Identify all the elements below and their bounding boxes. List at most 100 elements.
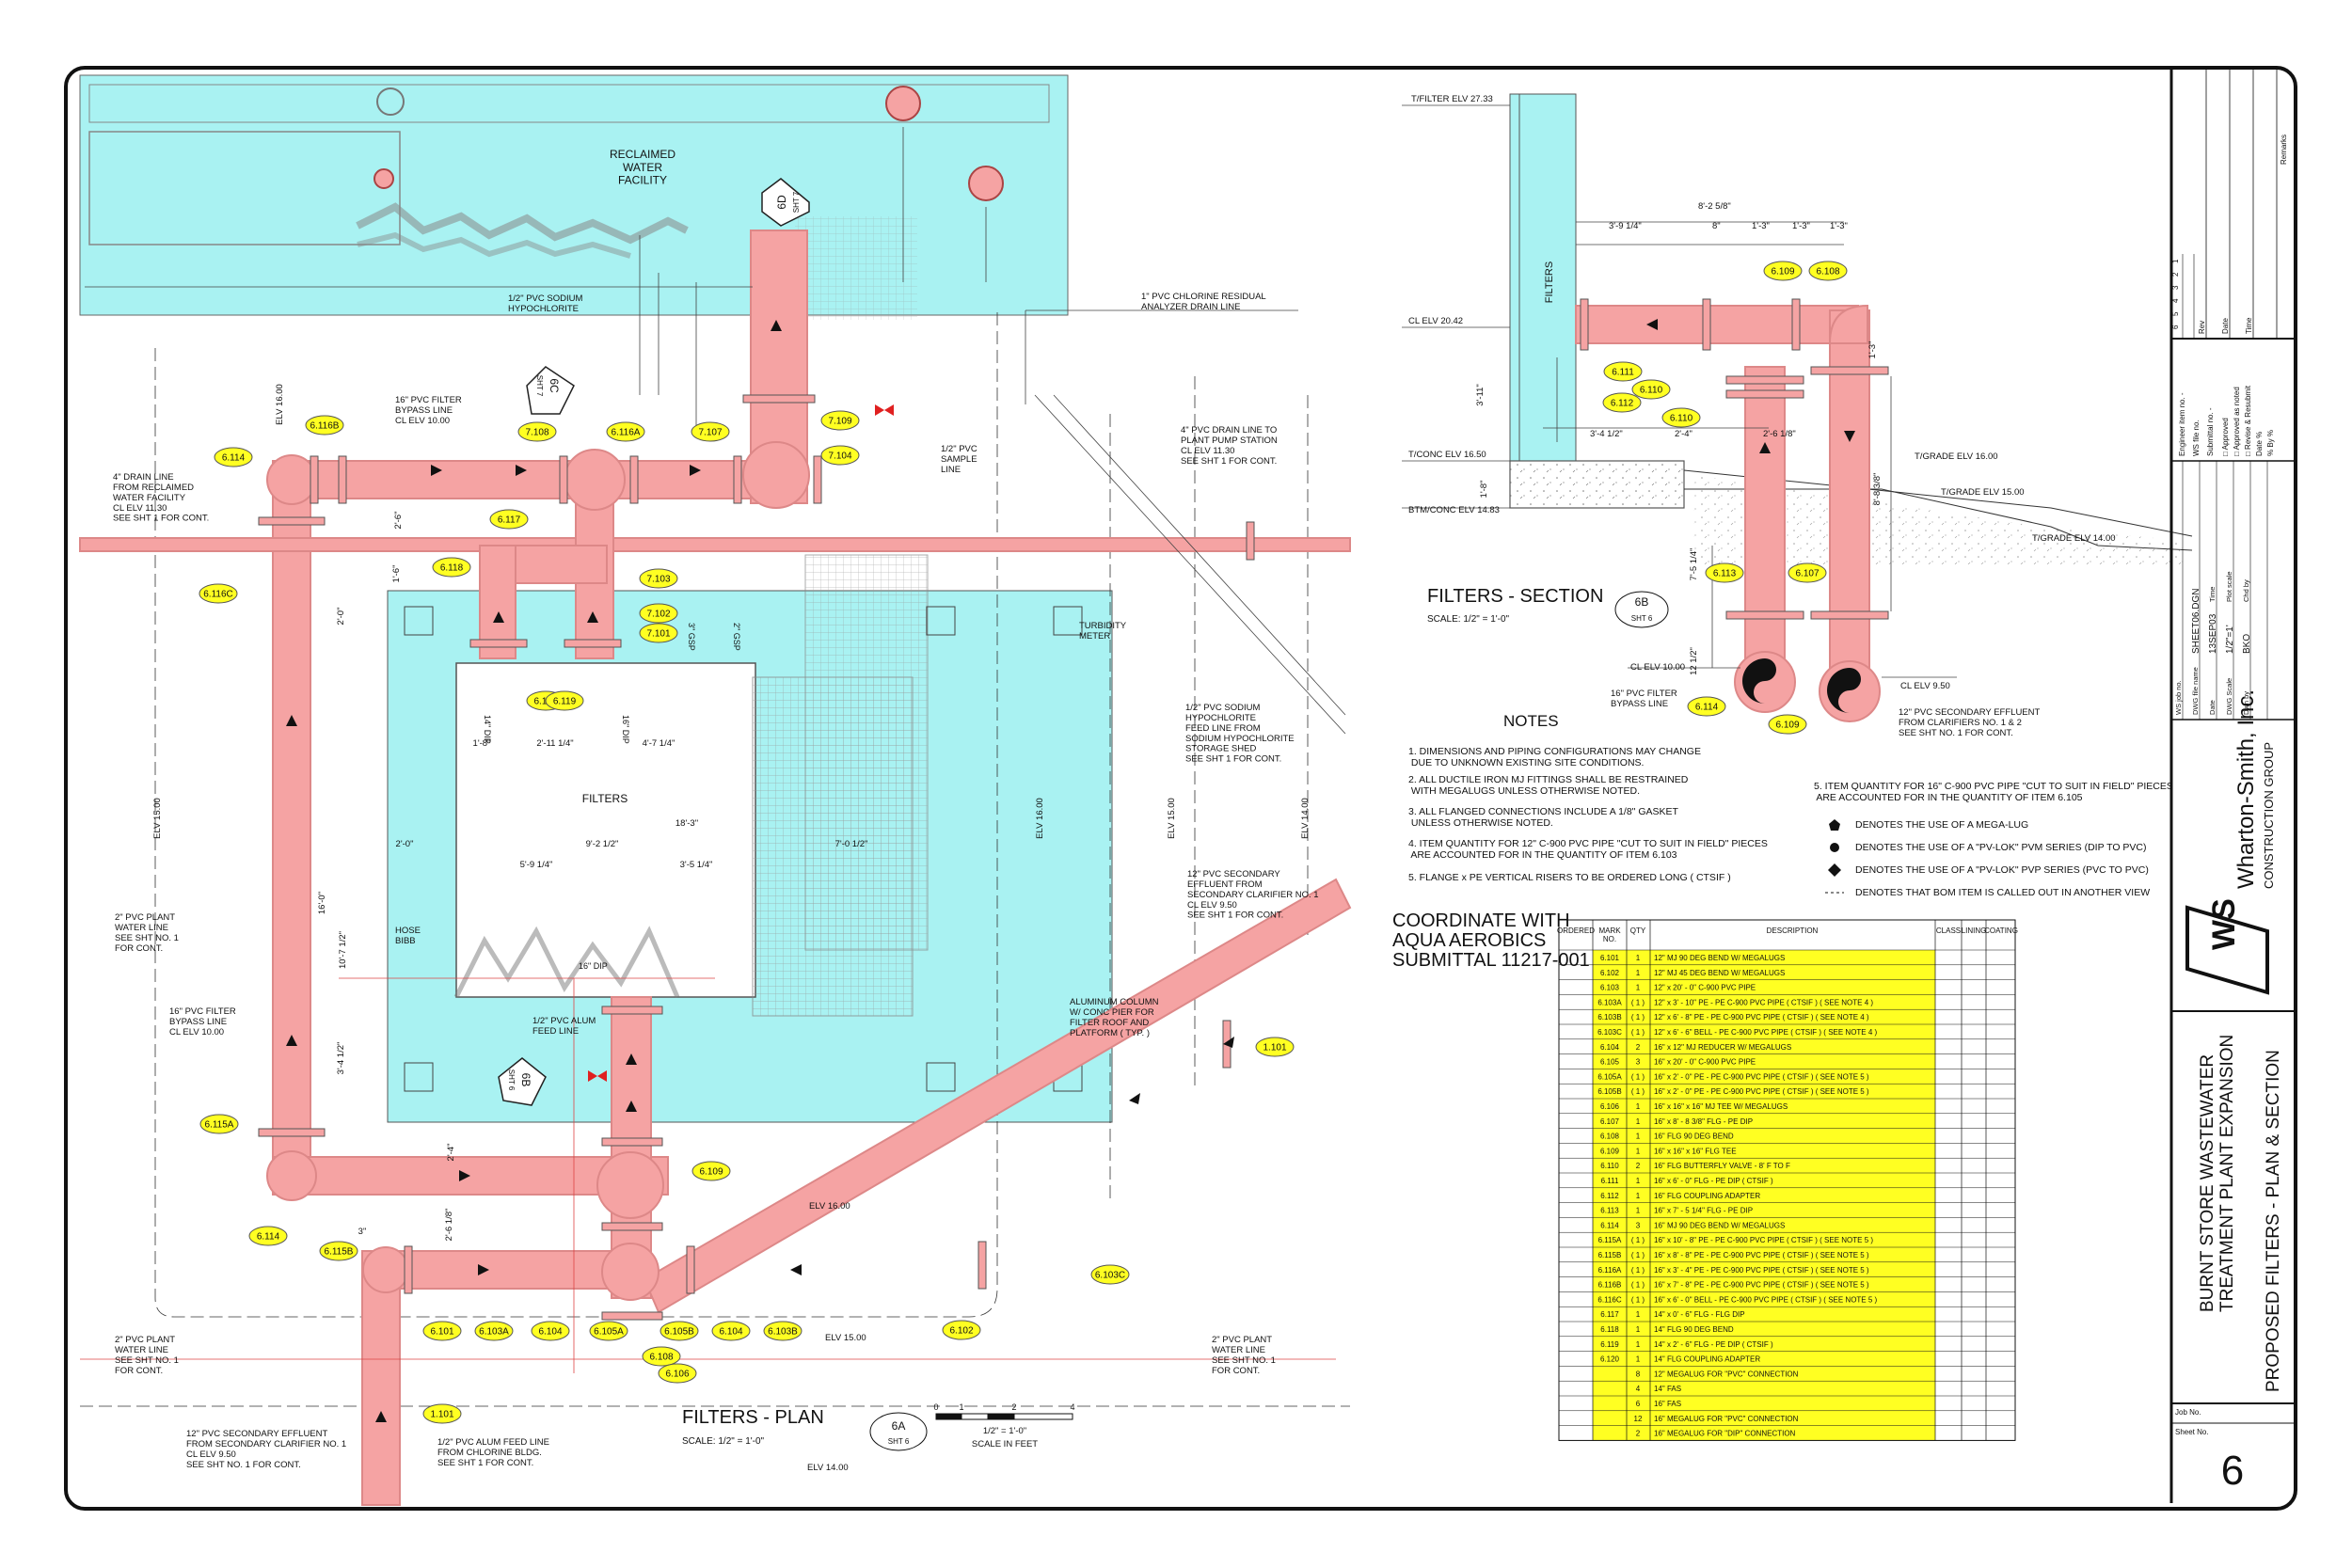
bom-mark: 6.104 xyxy=(1600,1043,1620,1052)
dimension-label: 2'-0" xyxy=(336,608,346,626)
dip-label: 16" DIP xyxy=(621,715,630,744)
bom-header: ORDERED xyxy=(1557,927,1595,935)
section-filters-label: FILTERS xyxy=(1544,261,1555,303)
bom-description: 12" MJ 45 DEG BEND W/ MEGALUGS xyxy=(1654,969,1785,977)
bom-qty: 3 xyxy=(1636,1058,1641,1067)
section-dimension: 8'-2 5/8" xyxy=(1698,201,1731,212)
section-item-tag: 6.110 xyxy=(1661,407,1701,428)
elevation-label: ELV 16.00 xyxy=(275,384,285,425)
svg-text:7.104: 7.104 xyxy=(828,451,851,462)
dimension-label: 2'-6 1/8" xyxy=(444,1209,454,1242)
bom-description: 16" x 16" x 16" MJ TEE W/ MEGALUGS xyxy=(1654,1102,1788,1111)
note-item: 3. ALL FLANGED CONNECTIONS INCLUDE A 1/8… xyxy=(1408,806,1679,829)
bom-description: 16" MEGALUG FOR "PVC" CONNECTION xyxy=(1654,1415,1799,1423)
plan-item-tag: 7.104 xyxy=(820,445,860,466)
bom-description: 16" x 6' - 0" FLG - PE DIP ( CTSIF ) xyxy=(1654,1177,1773,1185)
scale-bar-tick: 4 xyxy=(1070,1402,1074,1412)
bom-description: 16" x 6' - 0" BELL - PE C-900 PVC PIPE (… xyxy=(1654,1295,1878,1304)
plan-view xyxy=(79,74,1352,1506)
svg-text:6.109: 6.109 xyxy=(1771,267,1794,277)
note-item: 5. ITEM QUANTITY FOR 16" C-900 PVC PIPE … xyxy=(1814,781,2173,803)
svg-text:6.105B: 6.105B xyxy=(664,1327,694,1338)
file-info-label: Chd by xyxy=(2242,579,2250,602)
section-title: FILTERS - SECTION xyxy=(1427,586,1603,607)
section-dimension: 12 1/2" xyxy=(1689,647,1699,675)
plan-item-tag: 6.105A xyxy=(589,1321,628,1341)
bom-row-highlight xyxy=(1593,1396,1935,1411)
svg-text:6.103A: 6.103A xyxy=(479,1327,509,1338)
dimension-label: 18'-3" xyxy=(675,818,698,829)
file-info-label: Dwn by xyxy=(2242,691,2250,715)
bom-row-highlight xyxy=(1593,1291,1935,1307)
bom-mark: 6.105 xyxy=(1600,1058,1620,1067)
bom-row-highlight xyxy=(1593,1158,1935,1173)
svg-text:6.118: 6.118 xyxy=(440,563,464,574)
plan-item-tag: 6.103C xyxy=(1090,1264,1130,1285)
company-logo: WS xyxy=(2185,898,2269,995)
elevation-label: ELV 15.00 xyxy=(152,798,163,839)
bom-mark: 6.110 xyxy=(1600,1162,1619,1170)
bom-qty: 8 xyxy=(1636,1370,1641,1378)
rev-header: Rev xyxy=(2198,321,2206,334)
bom-mark: 6.116A xyxy=(1598,1266,1622,1275)
bom-qty: 1 xyxy=(1636,1132,1641,1141)
plan-item-tag: 7.109 xyxy=(820,410,860,431)
dimension-label: 10'-7 1/2" xyxy=(338,931,348,969)
plan-item-tag: 6.104 xyxy=(711,1321,751,1341)
section-item-tag: 6.113 xyxy=(1705,562,1744,583)
plan-item-tag: 6.103B xyxy=(763,1321,803,1341)
section-elevation: T/GRADE ELV 15.00 xyxy=(1941,487,2025,498)
job-no-label: Job No. xyxy=(2175,1408,2201,1417)
bom-qty: 1 xyxy=(1636,1102,1641,1111)
bom-mark: 6.117 xyxy=(1600,1310,1619,1319)
dimension-label: 3'-5 1/4" xyxy=(680,860,713,870)
svg-text:6.105A: 6.105A xyxy=(594,1327,624,1338)
plan-detail-id: 6A xyxy=(892,1419,906,1433)
bom-row-highlight xyxy=(1593,994,1935,1010)
engineer-field: Submittal no. - xyxy=(2206,407,2215,456)
dimension-label: 7'-0 1/2" xyxy=(835,839,868,849)
section-dimension: 8'-8 3/8" xyxy=(1872,473,1883,506)
bom-header: COATING xyxy=(1984,927,2018,935)
file-info-label: Time xyxy=(2208,587,2217,602)
plan-item-tag: 6.108 xyxy=(642,1346,681,1367)
note-item: 1. DIMENSIONS AND PIPING CONFIGURATIONS … xyxy=(1408,746,1701,768)
bom-mark: 6.115A xyxy=(1598,1236,1622,1244)
project-name-2: TREATMENT PLANT EXPANSION xyxy=(2217,1035,2237,1312)
section-dimension: 3'-9 1/4" xyxy=(1609,221,1642,231)
dimension-label: 3'-4 1/2" xyxy=(336,1042,346,1075)
plan-item-tag: 6.115A xyxy=(199,1114,239,1134)
section-detail-bubble xyxy=(1614,591,1669,628)
bom-description: 16" FLG 90 DEG BEND xyxy=(1654,1132,1734,1141)
section-elevation: CL ELV 10.00 xyxy=(1630,662,1685,673)
bom-mark: 6.103C xyxy=(1597,1028,1622,1037)
section-dimension: 3'-4 1/2" xyxy=(1590,429,1623,439)
bom-qty: ( 1 ) xyxy=(1631,1072,1645,1081)
svg-text:6.112: 6.112 xyxy=(1611,399,1634,409)
bom-description: 16" x 7' - 8" PE - PE C-900 PVC PIPE ( C… xyxy=(1654,1281,1869,1290)
rev-number: 4 xyxy=(2171,298,2180,303)
note-item: 4. ITEM QUANTITY FOR 12" C-900 PVC PIPE … xyxy=(1408,838,1768,861)
bom-mark: 6.112 xyxy=(1600,1192,1619,1200)
bom-description: 16" x 2' - 0" PE - PE C-900 PVC PIPE ( C… xyxy=(1654,1072,1869,1081)
bom-row-highlight xyxy=(1593,1322,1935,1337)
bom-mark: 6.108 xyxy=(1600,1132,1620,1141)
svg-text:WS: WS xyxy=(2206,898,2242,950)
svg-text:6.117: 6.117 xyxy=(498,515,521,526)
svg-text:7.108: 7.108 xyxy=(525,428,548,438)
section-elevation: CL ELV 9.50 xyxy=(1900,681,1950,691)
svg-text:6.119: 6.119 xyxy=(553,697,577,707)
bom-mark: 6.103A xyxy=(1597,998,1622,1006)
bom-description: 12" MEGALUG FOR "PVC" CONNECTION xyxy=(1654,1370,1799,1378)
filters-label: FILTERS xyxy=(582,792,628,805)
svg-text:6.113: 6.113 xyxy=(1713,569,1737,579)
bom-description: 16" x 10' - 8" PE - PE C-900 PVC PIPE ( … xyxy=(1654,1236,1873,1244)
bom-qty: ( 1 ) xyxy=(1631,1266,1645,1275)
